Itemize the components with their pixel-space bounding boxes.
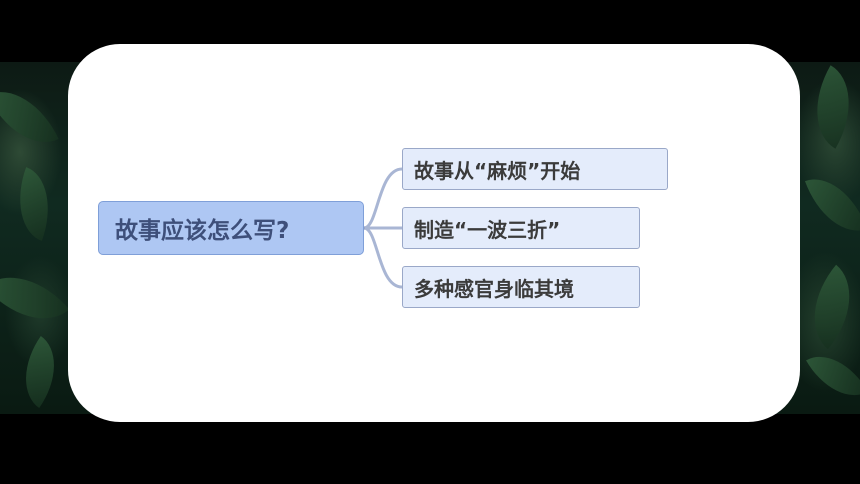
mindmap-branch-2[interactable]: 制造“一波三折” xyxy=(402,207,640,249)
connector-branch-3 xyxy=(363,226,403,289)
mindmap-branch-1[interactable]: 故事从“麻烦”开始 xyxy=(402,148,668,190)
mindmap-root-topic[interactable]: 故事应该怎么写? xyxy=(98,201,364,255)
mindmap-branch-3[interactable]: 多种感官身临其境 xyxy=(402,266,640,308)
connector-branch-1 xyxy=(363,167,403,230)
